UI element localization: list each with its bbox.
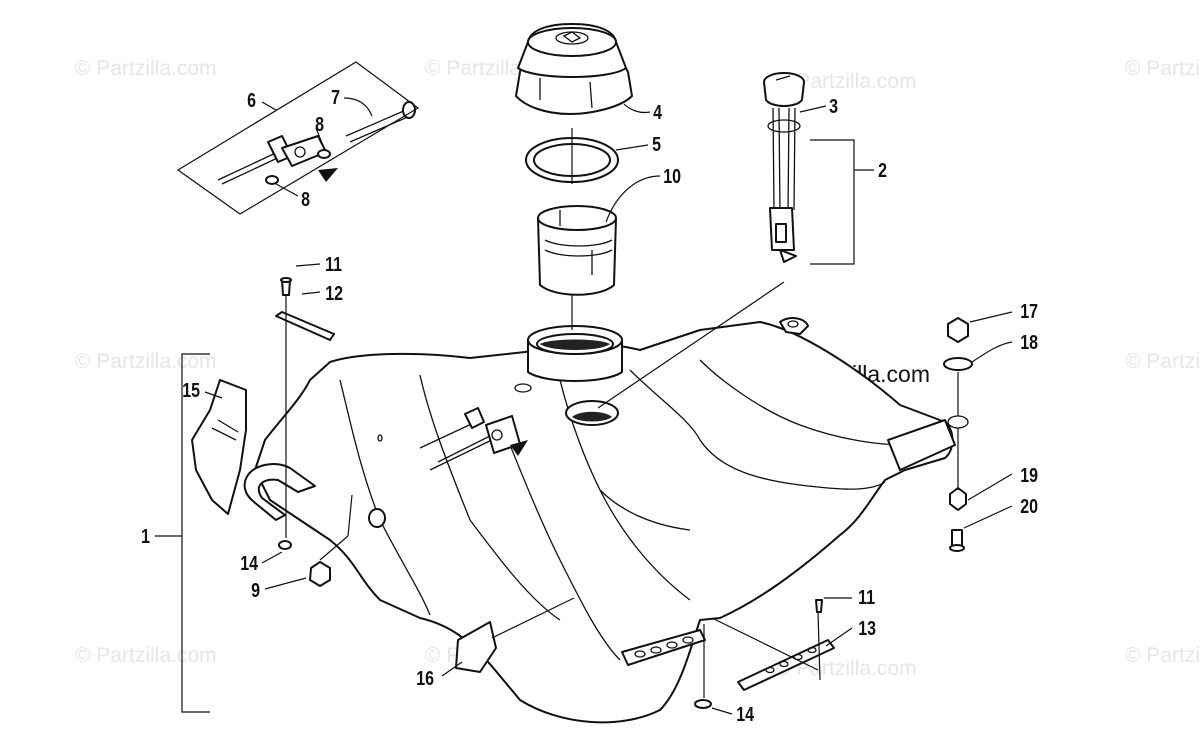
callout-19: 19: [1020, 464, 1038, 486]
callout-20: 20: [1020, 495, 1038, 517]
callout-8b: 8: [301, 188, 310, 210]
strap-holes: [634, 636, 694, 658]
watermark-5: © Partzilla.com: [75, 350, 217, 373]
callout-5: 5: [652, 133, 661, 155]
callout-12: 12: [325, 282, 343, 304]
leader-lines: [155, 97, 1013, 715]
callout-11b: 11: [858, 586, 875, 608]
callout-17: 17: [1020, 300, 1038, 322]
hardware: [191, 277, 973, 709]
watermark-10: © Partzilla.com: [1125, 644, 1200, 667]
callout-13: 13: [858, 617, 876, 639]
callout-14b: 14: [736, 703, 754, 725]
watermark-9: © Partzilla.com: [775, 657, 917, 680]
callout-8a: 8: [315, 113, 324, 135]
callout-4: 4: [653, 101, 662, 123]
callout-10: 10: [663, 165, 681, 187]
tank-bolts: [419, 407, 528, 471]
callout-6: 6: [247, 89, 256, 111]
fuel-cap-icon: [515, 23, 633, 115]
fuel-tank-icon: [243, 317, 969, 724]
callout-2: 2: [878, 159, 887, 181]
callout-16: 16: [416, 667, 434, 689]
fuel-gauge-sender-icon: [763, 72, 805, 263]
watermark-6: © Partzilla.com: [1125, 350, 1200, 373]
callout-14a: 14: [240, 552, 258, 574]
mount-bolt-assembly: [176, 61, 420, 215]
watermark-7: © Partzilla.com: [75, 644, 217, 667]
callout-1: 1: [141, 525, 150, 547]
filler-sleeve: [537, 205, 617, 296]
callout-3: 3: [829, 95, 838, 117]
watermark-4: © Partzilla.com: [1125, 57, 1200, 80]
callout-numbers: 1 2 3 4 5 6 7 8 8 9 10 11 11 12 13 14 14…: [141, 86, 1038, 725]
watermark-3: © Partzilla.com: [775, 70, 917, 93]
callout-7: 7: [331, 86, 340, 108]
strap-13-holes: [765, 646, 817, 674]
callout-18: 18: [1020, 331, 1038, 353]
watermark-1: © Partzilla.com: [75, 57, 217, 80]
callout-9: 9: [251, 579, 260, 601]
callout-15: 15: [182, 379, 200, 401]
callout-11a: 11: [325, 253, 342, 275]
